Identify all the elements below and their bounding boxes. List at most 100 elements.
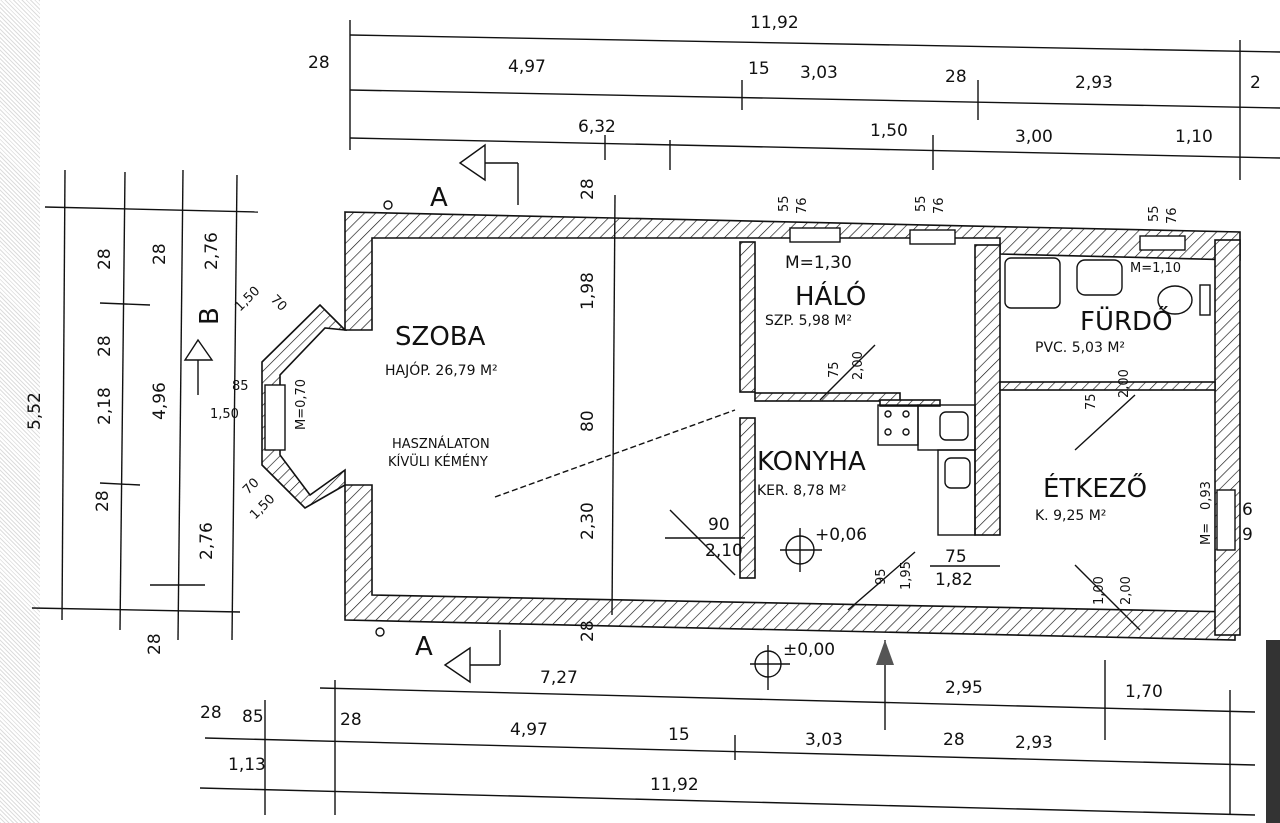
dim-left: 28 <box>145 633 165 655</box>
interior-dim: 28 <box>578 178 598 200</box>
room-name-furdo: FÜRDŐ <box>1080 305 1173 337</box>
chimney-note-line1: HASZNÁLATON <box>392 436 490 452</box>
window-dim: 55 <box>1147 205 1162 222</box>
wall-konyha-furdo <box>974 244 1001 536</box>
dim-top: 28 <box>945 67 967 87</box>
dim-left: 2,76 <box>197 522 217 560</box>
window-sill-furdo: M=1,10 <box>1130 261 1181 276</box>
wall-furdo-etkezo <box>999 381 1216 391</box>
dim-bottom: 11,92 <box>650 775 699 795</box>
scan-edge <box>1266 640 1280 823</box>
level-marker-kitchen <box>780 528 822 572</box>
room-area-halo: SZP. 5,98 M² <box>765 313 852 329</box>
entrance-marker-icon <box>876 640 894 665</box>
window-sill-halo: M=1,30 <box>785 253 852 273</box>
dim-left: 28 <box>95 335 115 357</box>
dim-left: 28 <box>95 248 115 270</box>
door-dim-entry: 95 <box>874 568 889 585</box>
chimney-note-line2: KÍVÜLI KÉMÉNY <box>388 453 488 470</box>
wall-szoba-halo <box>739 241 756 393</box>
room-name-etkezo: ÉTKEZŐ <box>1043 472 1147 504</box>
walls <box>261 211 1241 641</box>
door-dim-halo: 2,00 <box>851 351 866 380</box>
windows <box>264 227 1236 551</box>
window-dim-right: 9 <box>1242 525 1253 545</box>
paper-scan-noise <box>0 0 40 823</box>
window-dim: 55 <box>914 195 929 212</box>
window-etkezo <box>1216 489 1236 551</box>
door-dim-szoba: 90 <box>708 515 730 535</box>
section-label-a-bottom: A <box>415 632 433 662</box>
dim-top: 28 <box>308 53 330 73</box>
door-dim-furdo: 2,00 <box>1117 369 1132 398</box>
dim-top: 2,93 <box>1075 73 1113 93</box>
room-name-halo: HÁLÓ <box>795 280 866 312</box>
fridge-icon <box>944 457 971 489</box>
interior-dim: 80 <box>578 410 598 432</box>
window-dim-right: 6 <box>1242 500 1253 520</box>
door-dim-furdo: 75 <box>1084 393 1099 410</box>
bay-window-dim: 1,50 <box>232 284 263 315</box>
interior-dim: 28 <box>578 620 598 642</box>
dim-top: 1,10 <box>1175 127 1213 147</box>
door-swings <box>494 194 1141 631</box>
bay-window-sill: M=0,70 <box>294 379 309 430</box>
window-dim: 76 <box>1165 207 1180 224</box>
bay-window-dim: 1,50 <box>210 407 239 422</box>
bay-window-wall <box>261 303 348 509</box>
dim-top: 4,97 <box>508 57 546 77</box>
dim-bottom: 28 <box>200 703 222 723</box>
bay-window-dim: 70 <box>240 476 262 498</box>
fixtures <box>877 257 1211 536</box>
section-arrow-bottom <box>443 646 471 684</box>
door-dim-pantry: 1,82 <box>935 570 973 590</box>
window-furdo <box>1139 235 1186 251</box>
left-dimension-lines <box>31 169 259 641</box>
level-ground: ±0,00 <box>783 640 835 660</box>
section-arrow-top <box>458 143 486 182</box>
section-label-a-top: A <box>430 183 448 213</box>
door-dim-halo: 75 <box>827 361 842 378</box>
dim-left: 4,96 <box>150 382 170 420</box>
door-dim-pantry: 75 <box>945 547 967 567</box>
top-dimension-lines <box>349 20 1280 180</box>
room-name-szoba: SZOBA <box>395 322 486 352</box>
interior-dim: 1,98 <box>578 272 598 310</box>
level-kitchen: +0,06 <box>815 525 867 545</box>
section-arrow-b <box>183 338 214 361</box>
dim-bottom: 2,95 <box>945 678 983 698</box>
dim-top: 15 <box>748 59 770 79</box>
bay-window-dim: 70 <box>267 292 289 314</box>
bathtub-icon <box>1004 257 1061 309</box>
dim-left: 2,76 <box>202 232 222 270</box>
dim-bottom: 1,70 <box>1125 682 1163 702</box>
window-dim-right: M= <box>1199 523 1214 545</box>
dim-bottom: 28 <box>340 710 362 730</box>
stove-icon <box>877 404 919 446</box>
dim-top: 2 <box>1250 73 1261 93</box>
level-marker-ground <box>750 645 790 690</box>
dim-top: 3,00 <box>1015 127 1053 147</box>
room-area-furdo: PVC. 5,03 M² <box>1035 340 1125 356</box>
wall-halo-konyha <box>754 392 901 402</box>
right-wall <box>1214 239 1241 636</box>
door-dim-etkezo: 2,00 <box>1119 576 1134 605</box>
bottom-dimension-lines <box>199 640 1256 816</box>
window-halo <box>789 227 841 243</box>
dim-left: 28 <box>150 243 170 265</box>
door-dim-entry: 1,95 <box>899 561 914 590</box>
section-label-b: B <box>195 307 225 325</box>
dim-bottom: 2,93 <box>1015 733 1053 753</box>
dim-bottom: 4,97 <box>510 720 548 740</box>
section-marks <box>183 143 519 684</box>
dim-bottom: 1,13 <box>228 755 266 775</box>
cistern-icon <box>1199 284 1211 316</box>
bay-window-dim: 85 <box>232 379 249 394</box>
dim-bottom: 3,03 <box>805 730 843 750</box>
dim-bottom: 7,27 <box>540 668 578 688</box>
dim-top: 3,03 <box>800 63 838 83</box>
sink-icon <box>1076 259 1123 296</box>
wall-kitchen-counter <box>879 399 941 407</box>
window-konyha <box>909 229 956 245</box>
